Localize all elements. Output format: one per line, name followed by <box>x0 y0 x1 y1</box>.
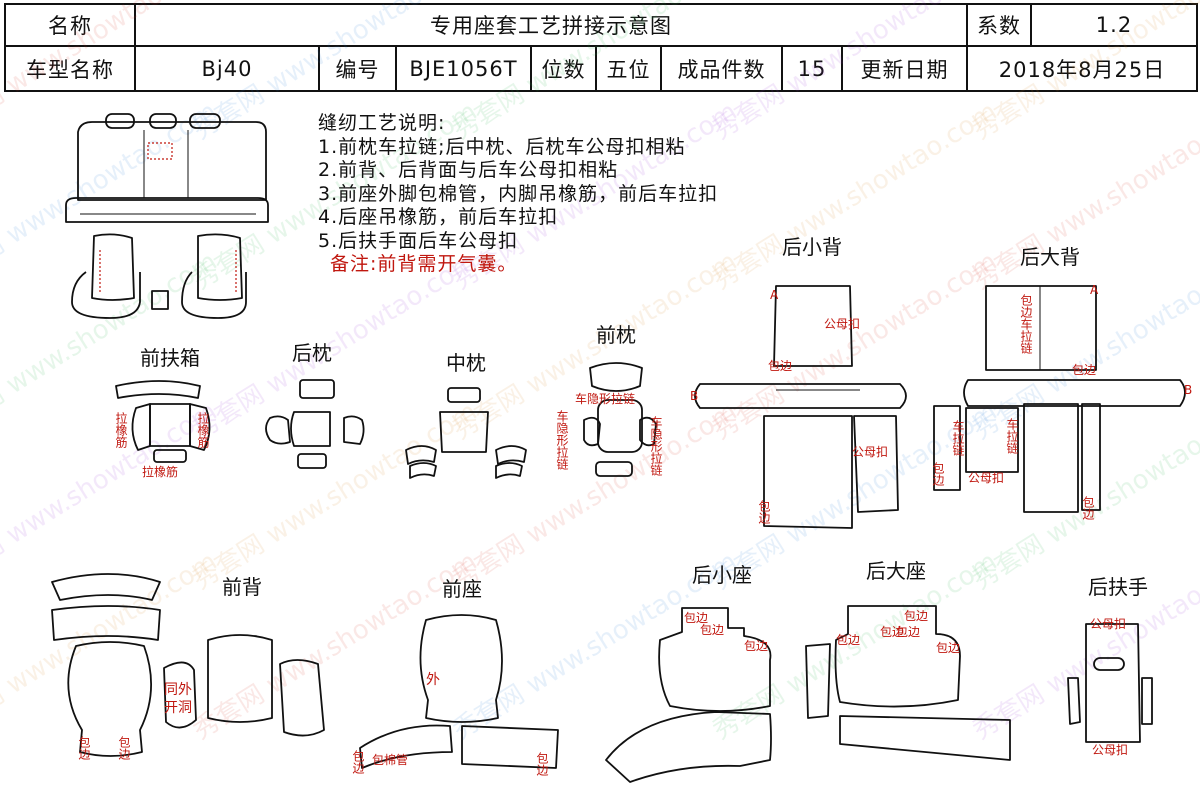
notes-item-3: 3.前座外脚包棉管，内脚吊橡筋，前后车拉扣 <box>318 182 719 205</box>
label-rear-small-back: 后小背 <box>782 235 842 259</box>
mark-front-seat-cotton: 包棉管 <box>372 752 408 767</box>
part-rear-small-seat: 后小座 包边 包边 包边 <box>605 563 772 783</box>
notes-remark: 备注:前背需开气囊。 <box>330 253 518 275</box>
mark-front-seat-outer: 外 <box>426 672 440 688</box>
mark-big-back-hem-left: 包边 <box>931 462 945 487</box>
part-middle-headrest: 中枕 <box>405 351 527 479</box>
pieces-label: 成品件数 <box>660 45 783 92</box>
notes-title: 缝纫工艺说明: <box>318 112 446 134</box>
mark-small-back-b: B <box>690 389 698 403</box>
pieces-value: 15 <box>781 45 843 92</box>
part-rear-big-seat: 后大座 包边 包边 包边 包边 包边 <box>805 559 1011 761</box>
date-value: 2018年8月25日 <box>966 45 1198 92</box>
notes-item-1: 1.前枕车拉链;后中枕、后枕车公母扣相粘 <box>318 135 686 158</box>
part-front-seat: 前座 外 包边 包棉管 包边 <box>351 577 559 777</box>
seats-value: 五位 <box>595 45 662 92</box>
mark-small-seat-hem-c: 包边 <box>744 639 768 653</box>
mark-big-back-zipper-left: 车拉链 <box>951 419 965 456</box>
page-title: 专用座套工艺拼接示意图 <box>134 3 968 47</box>
mark-big-seat-hem-a: 包边 <box>904 609 928 623</box>
mark-armrest-buckle-bottom: 公母扣 <box>1092 743 1128 757</box>
watermark-text: 秀套网 www.showtao.com <box>0 546 222 746</box>
label-rear-armrest: 后扶手 <box>1088 575 1148 599</box>
label-rear-headrest: 后枕 <box>292 341 332 365</box>
mark-armbox-elastic-left: 拉橡筋 <box>114 411 128 449</box>
notes-item-4: 4.后座吊橡筋，前后车拉扣 <box>318 206 559 228</box>
mark-big-seat-hem-c: 包边 <box>896 625 920 639</box>
model-value: Bj40 <box>134 45 320 92</box>
mark-front-back-hem-right: 包边 <box>117 736 131 761</box>
mark-front-headrest-zipper-top: 车隐形拉链 <box>575 391 635 406</box>
seats-label: 位数 <box>530 45 597 92</box>
mark-front-back-sew: 同外 <box>164 682 192 698</box>
mark-small-seat-hem-a: 包边 <box>684 611 708 625</box>
label-rear-big-back: 后大背 <box>1020 245 1080 269</box>
mark-big-back-buckle: 公母扣 <box>968 471 1004 485</box>
mark-front-headrest-zipper-left: 车隐形拉链 <box>555 409 569 470</box>
mark-front-seat-hem-right: 包边 <box>535 752 549 777</box>
model-label: 车型名称 <box>4 45 136 92</box>
coef-label: 系数 <box>966 3 1032 47</box>
mark-small-back-buckle-top: 公母扣 <box>824 317 860 331</box>
mark-front-seat-hem: 包边 <box>351 750 365 775</box>
seat-overview <box>65 113 269 319</box>
label-middle-headrest: 中枕 <box>446 351 486 375</box>
mark-small-back-hem: 包边 <box>768 359 792 373</box>
mark-armrest-buckle-top: 公母扣 <box>1090 617 1126 631</box>
part-front-headrest: 前枕 车隐形拉链 车隐形拉链 车隐形拉链 <box>555 323 663 477</box>
code-label: 编号 <box>318 45 397 92</box>
mark-front-back-hole: 开洞 <box>164 700 192 716</box>
part-rear-big-back: 后大背 A 包边车拉链 包边 B 车拉链 车拉链 公母扣 包边 包边 <box>931 245 1192 521</box>
part-front-armbox: 前扶箱 拉橡筋 拉橡筋 拉橡筋 <box>114 346 211 479</box>
mark-big-back-hem-right: 包边 <box>1081 496 1095 521</box>
mark-big-back-hem-zipper: 包边车拉链 <box>1019 294 1033 354</box>
mark-front-back-hem-left: 包边 <box>77 736 91 761</box>
name-label: 名称 <box>4 3 136 47</box>
mark-big-seat-hem-d: 包边 <box>836 633 860 647</box>
mark-small-back-a: A <box>770 288 779 302</box>
mark-big-back-zipper-right: 车拉链 <box>1005 417 1019 454</box>
mark-big-seat-hem-e: 包边 <box>936 641 960 655</box>
label-front-headrest: 前枕 <box>596 323 636 347</box>
label-front-back: 前背 <box>222 575 262 599</box>
label-front-seat: 前座 <box>442 577 482 601</box>
header-table: 名称 专用座套工艺拼接示意图 系数 1.2 车型名称 Bj40 编号 BJE10… <box>4 3 1198 92</box>
coef-value: 1.2 <box>1030 3 1198 47</box>
code-value: BJE1056T <box>395 45 532 92</box>
mark-front-headrest-zipper-right: 车隐形拉链 <box>649 415 663 476</box>
part-rear-armrest: 后扶手 公母扣 公母扣 <box>1067 575 1153 757</box>
part-rear-headrest: 后枕 <box>265 341 365 469</box>
part-front-back: 前背 同外 开洞 包边 包边 <box>51 573 325 761</box>
mark-small-back-hem-bottom: 包边 <box>757 500 771 525</box>
label-front-armbox: 前扶箱 <box>140 346 200 370</box>
mark-big-back-hem: 包边 <box>1072 363 1096 377</box>
mark-big-back-b: B <box>1184 383 1192 397</box>
label-rear-small-seat: 后小座 <box>692 563 752 587</box>
sewing-notes: 缝纫工艺说明: 1.前枕车拉链;后中枕、后枕车公母扣相粘 2.前背、后背面与后车… <box>318 112 718 277</box>
mark-big-back-a: A <box>1090 283 1099 297</box>
date-label: 更新日期 <box>841 45 968 92</box>
mark-small-seat-hem-b: 包边 <box>700 623 724 637</box>
notes-item-5: 5.后扶手面后车公母扣 <box>318 229 519 252</box>
part-rear-small-back: 后小背 A 公母扣 包边 B 公母扣 包边 <box>690 235 907 529</box>
mark-armbox-elastic-bottom: 拉橡筋 <box>142 464 178 479</box>
watermark-text: 秀套网 www.showtao.com <box>968 0 1200 146</box>
notes-item-2: 2.前背、后背面与后车公母扣相粘 <box>318 159 619 181</box>
mark-big-seat-hem-b: 包边 <box>880 625 904 639</box>
mark-armbox-elastic-right: 拉橡筋 <box>196 411 210 449</box>
mark-small-back-buckle-mid: 公母扣 <box>852 445 888 459</box>
label-rear-big-seat: 后大座 <box>866 559 926 583</box>
